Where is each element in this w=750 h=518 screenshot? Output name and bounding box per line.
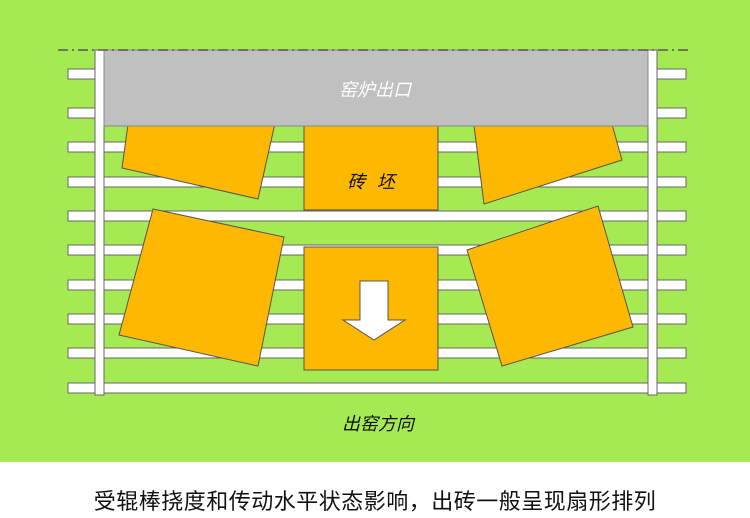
caption: 受辊棒挠度和传动水平状态影响，出砖一般呈现扇形排列 [93, 490, 657, 515]
right-rail [647, 49, 658, 396]
brick-bottom-left [118, 208, 285, 367]
roller [67, 382, 687, 394]
kiln-exit-block [103, 49, 649, 127]
roller [67, 210, 687, 222]
down-arrow-icon [341, 280, 407, 341]
direction-label: 出窑方向 [342, 414, 416, 435]
brick-label: 砖 坯 [347, 172, 397, 193]
left-rail [94, 49, 105, 396]
brick-bottom-right [466, 205, 634, 367]
bricks [118, 109, 634, 371]
kiln-exit-label: 窑炉出口 [339, 80, 413, 101]
brick-top-center [303, 109, 439, 211]
